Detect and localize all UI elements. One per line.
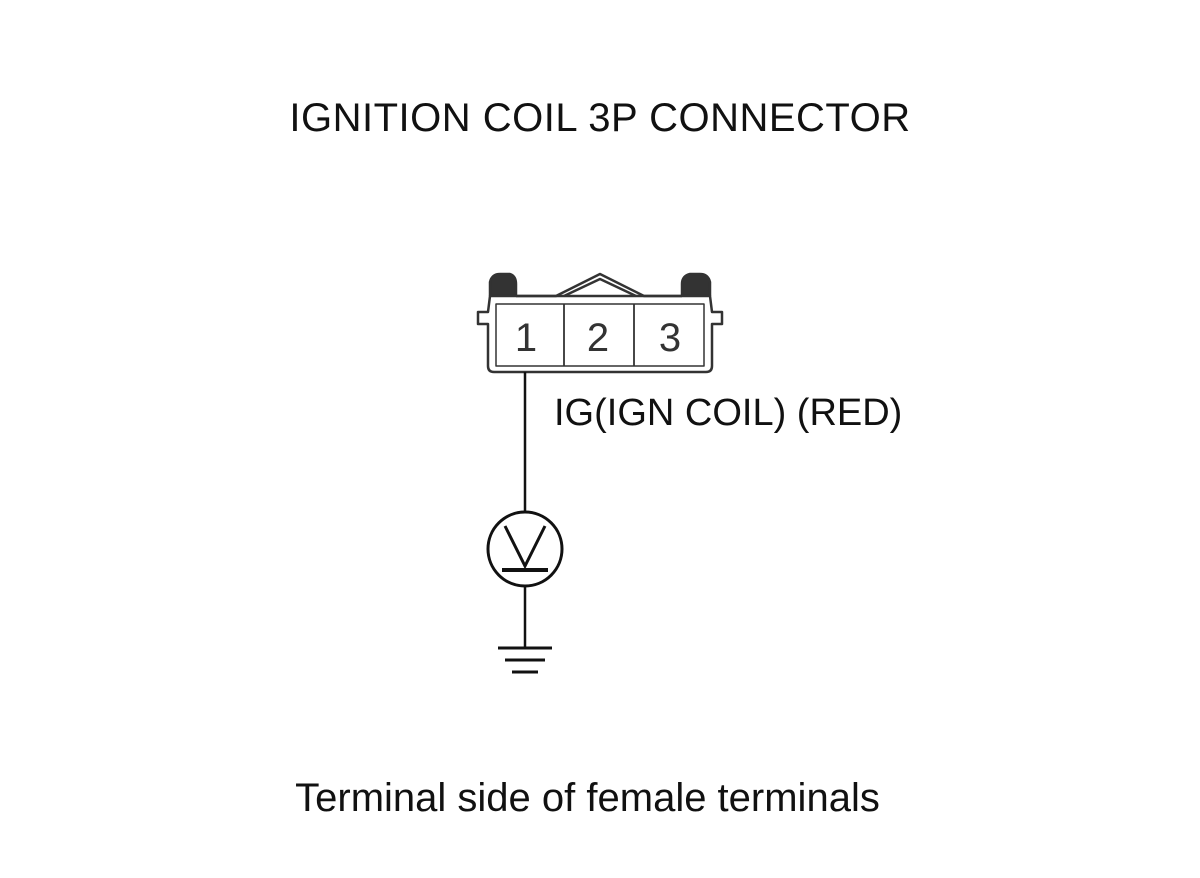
pin-2-label: 2 [587, 316, 609, 360]
diagram-title: IGNITION COIL 3P CONNECTOR [289, 96, 911, 140]
connector-roof [516, 272, 682, 298]
pin-3-label: 3 [659, 316, 681, 360]
voltmeter-icon [486, 510, 564, 588]
right-lock-tab [680, 272, 712, 296]
pin-1-label: 1 [515, 316, 537, 360]
wire-label: IG(IGN COIL) (RED) [554, 392, 903, 434]
connector-3p [476, 272, 724, 374]
connector-housing [476, 294, 724, 374]
ground-icon [498, 646, 552, 674]
connector-roof-inner [563, 277, 637, 298]
diagram-caption: Terminal side of female terminals [295, 776, 880, 820]
left-lock-tab [488, 272, 518, 296]
